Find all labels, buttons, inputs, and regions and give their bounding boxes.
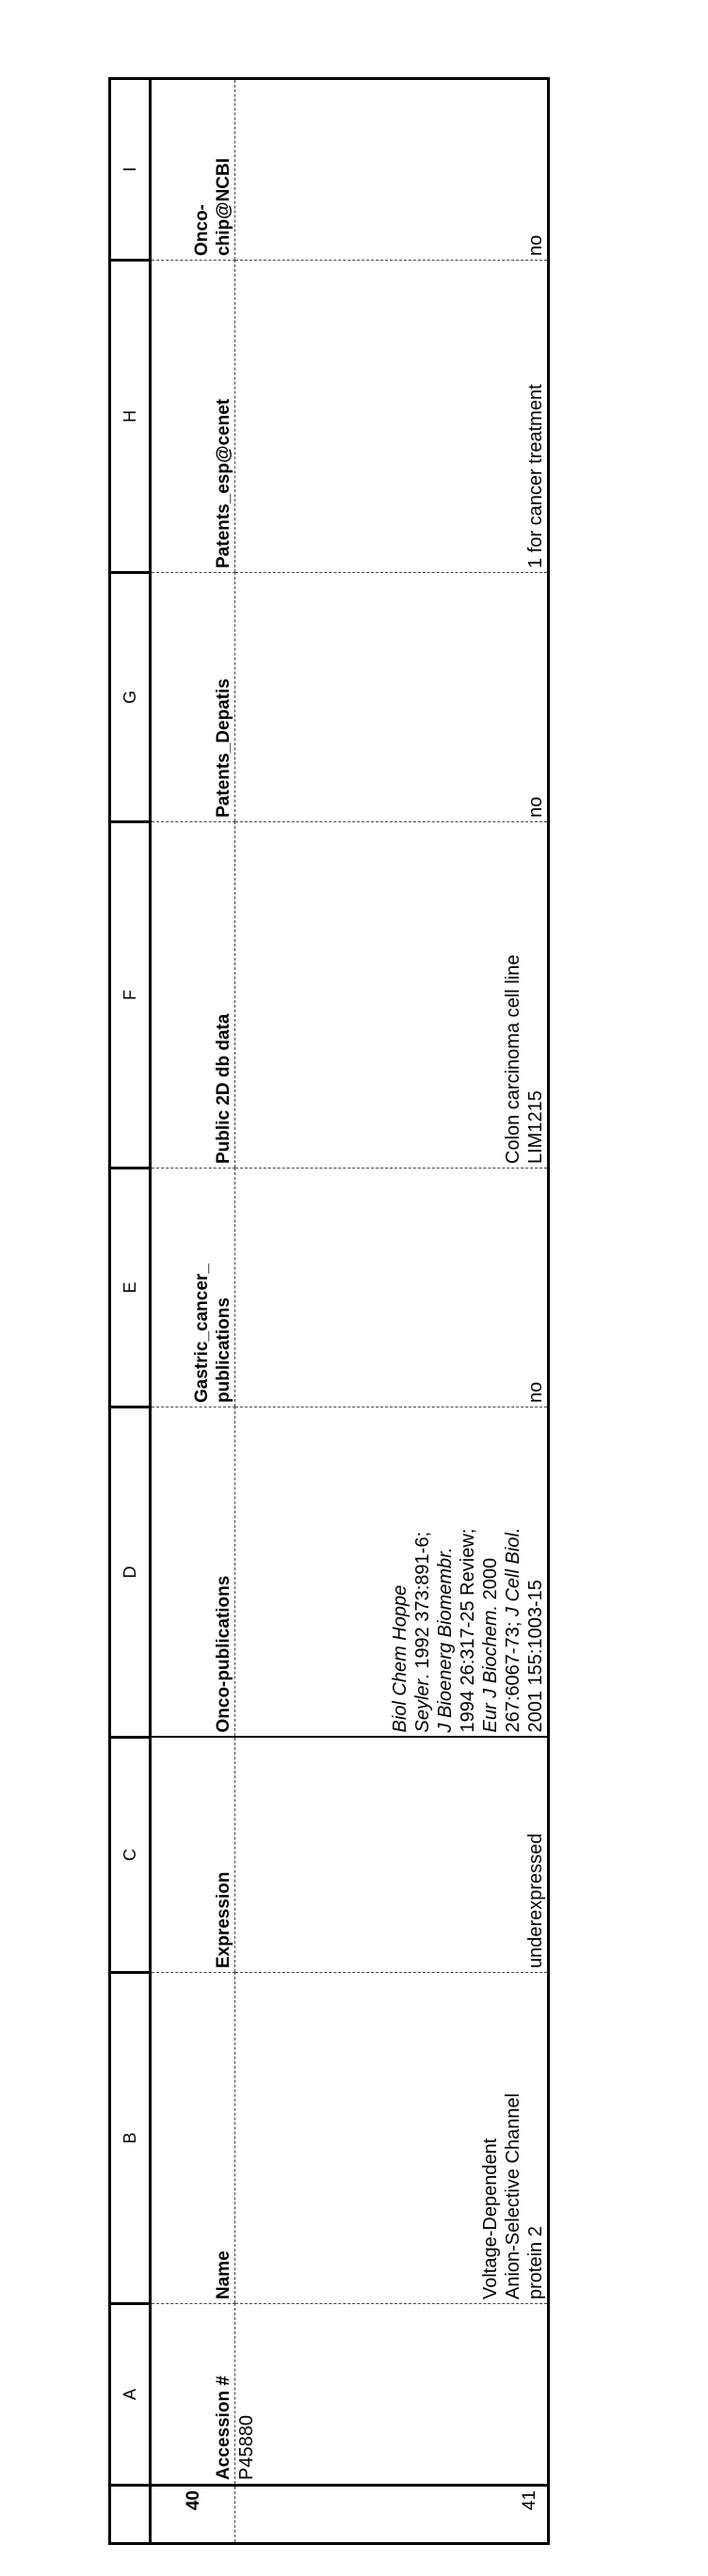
header-text: publications: [214, 1297, 233, 1403]
cell-text: Voltage-Dependent: [480, 2138, 501, 2299]
citation-line: Seyler. 1992 373:891-6;: [411, 1411, 434, 1733]
header-text: chip@NCBI: [214, 157, 233, 256]
cell-I40[interactable]: Onco- chip@NCBI: [150, 78, 235, 261]
cell-C41[interactable]: underexpressed: [234, 1737, 549, 1973]
cell-H40[interactable]: Patents_esp@cenet: [150, 260, 235, 573]
cell-text: LIM1215: [525, 1090, 546, 1164]
column-header-D[interactable]: D: [109, 1407, 151, 1738]
data-table: A B C D E F G H I 40 Accession # Name Ex…: [108, 77, 550, 2545]
citation-detail: . 1992 373:891-6;: [412, 1532, 433, 1679]
column-header-F[interactable]: F: [109, 821, 151, 1169]
cell-D40[interactable]: Onco-publications: [150, 1407, 235, 1738]
row-number-41[interactable]: 41: [234, 2485, 549, 2544]
citation-line: 2001 155:1003-15: [525, 1580, 546, 1733]
column-header-C[interactable]: C: [109, 1737, 151, 1973]
citation-detail: 267:6067-73;: [503, 1616, 523, 1733]
citation-line: J Bioenerg Biomembr.: [435, 1547, 456, 1733]
cell-D41[interactable]: Biol Chem Hoppe Seyler. 1992 373:891-6; …: [234, 1407, 549, 1738]
table-row-41: 41 P45880 Voltage-Dependent Anion-Select…: [234, 78, 549, 2544]
journal-name: Seyler: [412, 1678, 433, 1733]
column-header-I[interactable]: I: [109, 78, 151, 261]
cell-text: Anion-Selective Channel: [503, 2092, 523, 2299]
column-header-H[interactable]: H: [109, 260, 151, 573]
cell-text: Colon carcinoma cell line: [503, 954, 523, 1164]
cell-B41[interactable]: Voltage-Dependent Anion-Selective Channe…: [234, 1972, 549, 2304]
cell-H41[interactable]: 1 for cancer treatment: [234, 260, 549, 573]
journal-name: Eur J Biochem.: [480, 1604, 501, 1733]
cell-C40[interactable]: Expression: [150, 1737, 235, 1973]
cell-G41[interactable]: no: [234, 572, 549, 822]
cell-B40[interactable]: Name: [150, 1972, 235, 2304]
column-header-B[interactable]: B: [109, 1972, 151, 2304]
journal-name: J Cell Biol.: [503, 1527, 523, 1617]
cell-A41[interactable]: P45880: [234, 2303, 549, 2486]
cell-text: protein 2: [525, 2226, 546, 2299]
cell-G40[interactable]: Patents_Depatis: [150, 572, 235, 822]
header-text: Gastric_cancer_: [192, 1264, 212, 1403]
cell-I41[interactable]: no: [234, 78, 549, 261]
citation-line: Eur J Biochem. 2000: [479, 1411, 502, 1733]
cell-E40[interactable]: Gastric_cancer_ publications: [150, 1168, 235, 1407]
citation-line: 1994 26:317-25 Review;: [458, 1528, 478, 1733]
citation-line: 267:6067-73; J Cell Biol.: [502, 1411, 524, 1733]
spreadsheet-rotated: A B C D E F G H I 40 Accession # Name Ex…: [108, 78, 549, 2545]
select-all-corner[interactable]: [109, 2485, 151, 2544]
column-header-A[interactable]: A: [109, 2303, 151, 2486]
column-header-G[interactable]: G: [109, 572, 151, 822]
column-header-E[interactable]: E: [109, 1168, 151, 1407]
column-letters-row: A B C D E F G H I: [109, 78, 151, 2544]
header-text: Onco-: [192, 204, 212, 256]
citation-detail: 2000: [480, 1557, 501, 1605]
cell-E41[interactable]: no: [234, 1168, 549, 1407]
cell-A40[interactable]: Accession #: [150, 2303, 235, 2486]
table-row-40: 40 Accession # Name Expression Onco-publ…: [150, 78, 235, 2544]
cell-F40[interactable]: Public 2D db data: [150, 821, 235, 1169]
citation-line: Biol Chem Hoppe: [390, 1584, 410, 1733]
cell-F41[interactable]: Colon carcinoma cell line LIM1215: [234, 821, 549, 1169]
row-number-40[interactable]: 40: [150, 2485, 235, 2544]
